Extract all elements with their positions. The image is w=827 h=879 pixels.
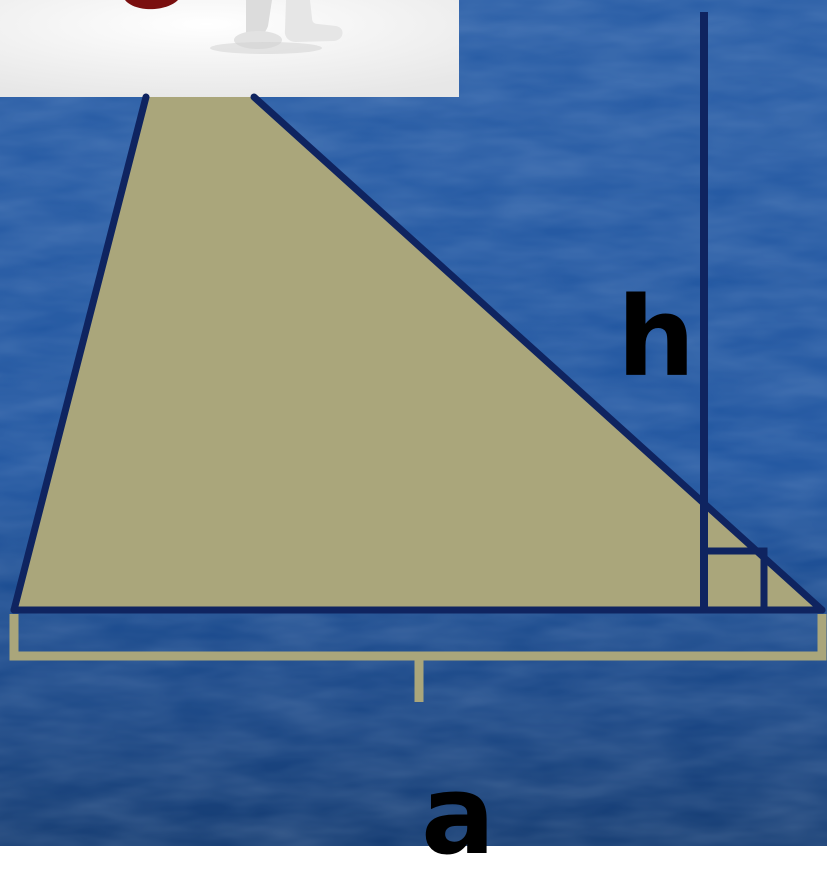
right-angle-marker xyxy=(700,547,768,614)
triangle-outline xyxy=(10,93,826,614)
height-label: h xyxy=(617,273,696,401)
triangle-area-diagram xyxy=(0,0,827,846)
base-label: a xyxy=(421,751,496,879)
red-object-shape xyxy=(125,0,178,10)
white-figure-legs xyxy=(210,0,343,54)
figure-illustration xyxy=(0,0,459,97)
base-brace xyxy=(9,614,827,702)
triangle xyxy=(14,97,822,610)
